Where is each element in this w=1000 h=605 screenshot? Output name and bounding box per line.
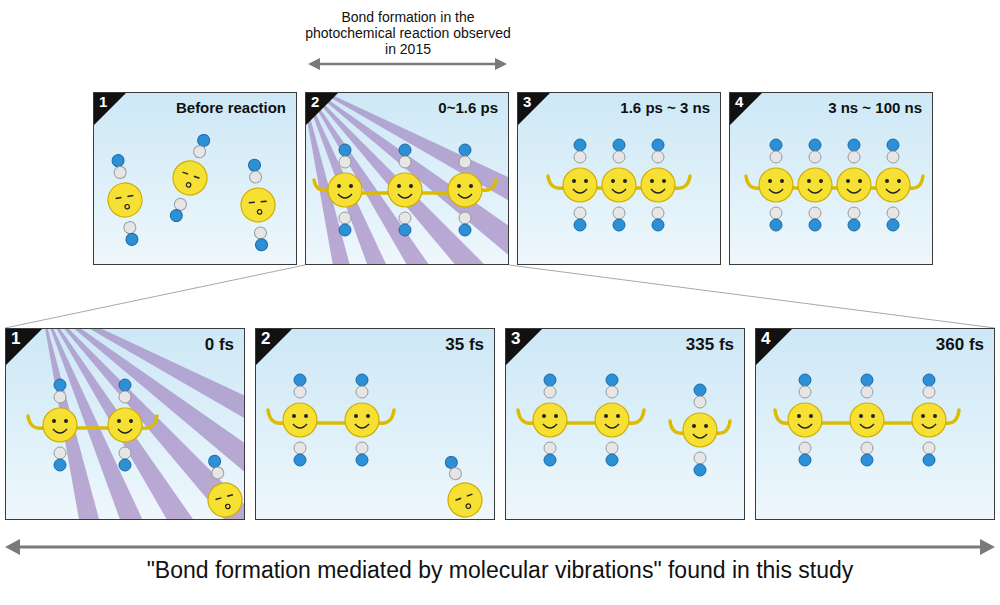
time-panel: 2 35 fs	[255, 328, 495, 520]
panel-number: 1	[99, 94, 107, 111]
time-panel: 1 0 fs	[5, 328, 245, 520]
time-label: Before reaction	[176, 99, 286, 116]
panel-number: 2	[261, 330, 270, 349]
time-label: 0~1.6 ps	[438, 99, 498, 116]
time-panel: 4 360 fs	[755, 328, 995, 520]
panel-number: 3	[511, 330, 520, 349]
span-title-box: Bond formation in the photochemical reac…	[302, 9, 514, 57]
time-label: 3 ns ~ 100 ns	[828, 99, 922, 116]
time-panel: 2 0~1.6 ps	[305, 92, 509, 265]
time-panel: 4 3 ns ~ 100 ns	[729, 92, 933, 265]
panel-number: 4	[735, 94, 743, 111]
panel-number: 2	[311, 94, 319, 111]
study-caption: "Bond formation mediated by molecular vi…	[2, 557, 998, 584]
time-panel: 3 335 fs	[505, 328, 745, 520]
time-label: 335 fs	[686, 335, 734, 355]
time-label: 35 fs	[445, 335, 484, 355]
study-caption-box: "Bond formation mediated by molecular vi…	[2, 557, 998, 584]
panel-number: 1	[11, 330, 20, 349]
time-label: 1.6 ps ~ 3 ns	[620, 99, 710, 116]
panel-number: 4	[761, 330, 770, 349]
span-title: Bond formation in the photochemical reac…	[302, 9, 514, 57]
time-label: 360 fs	[936, 335, 984, 355]
time-label: 0 fs	[205, 335, 234, 355]
panel-number: 3	[523, 94, 531, 111]
time-panel: 3 1.6 ps ~ 3 ns	[517, 92, 721, 265]
time-panel: 1 Before reaction	[93, 92, 297, 265]
